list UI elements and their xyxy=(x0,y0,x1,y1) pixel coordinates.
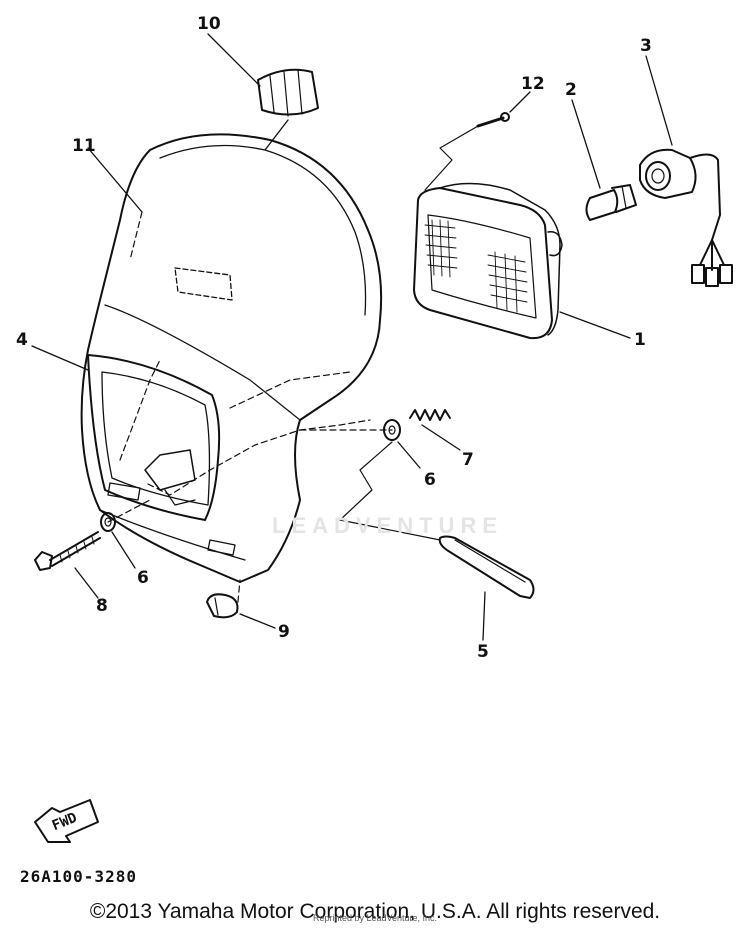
assembly-zigzags xyxy=(339,125,479,541)
diagram-code: 26A100-3280 xyxy=(20,867,137,886)
callout-9: 9 xyxy=(278,622,290,642)
callout-12: 12 xyxy=(521,74,545,94)
part-7-spring xyxy=(409,409,451,421)
callout-3: 3 xyxy=(640,36,652,56)
part-4-headlight-cover xyxy=(80,133,383,583)
part-5-strap xyxy=(438,535,535,599)
callout-1: 1 xyxy=(634,330,646,350)
part-8-bolt xyxy=(34,531,101,571)
callout-6-left: 6 xyxy=(137,568,149,588)
part-3-socket xyxy=(639,148,733,287)
leader-lines xyxy=(31,33,673,641)
callout-11: 11 xyxy=(72,136,96,156)
part-6-washer-left xyxy=(100,512,116,532)
callout-8: 8 xyxy=(96,596,108,616)
callout-6-right: 6 xyxy=(424,470,436,490)
watermark: LEADVENTURE xyxy=(272,513,504,538)
part-10-cap xyxy=(257,68,319,117)
part-2-bulb xyxy=(585,184,637,221)
part-1-headlight-unit xyxy=(413,182,563,340)
copyright-notice: ©2013 Yamaha Motor Corporation, U.S.A. A… xyxy=(89,900,661,923)
assembly-lines xyxy=(107,211,393,613)
fwd-arrow xyxy=(34,799,99,843)
callout-7: 7 xyxy=(462,450,474,470)
callout-2: 2 xyxy=(565,80,577,100)
part-12-screw xyxy=(476,112,510,128)
part-9-grommet xyxy=(206,593,239,619)
callout-4: 4 xyxy=(16,330,28,350)
callout-5: 5 xyxy=(477,642,489,662)
callout-10: 10 xyxy=(197,14,221,34)
reprint-note: Reprinted by LeadVenture, Inc. xyxy=(312,913,438,923)
